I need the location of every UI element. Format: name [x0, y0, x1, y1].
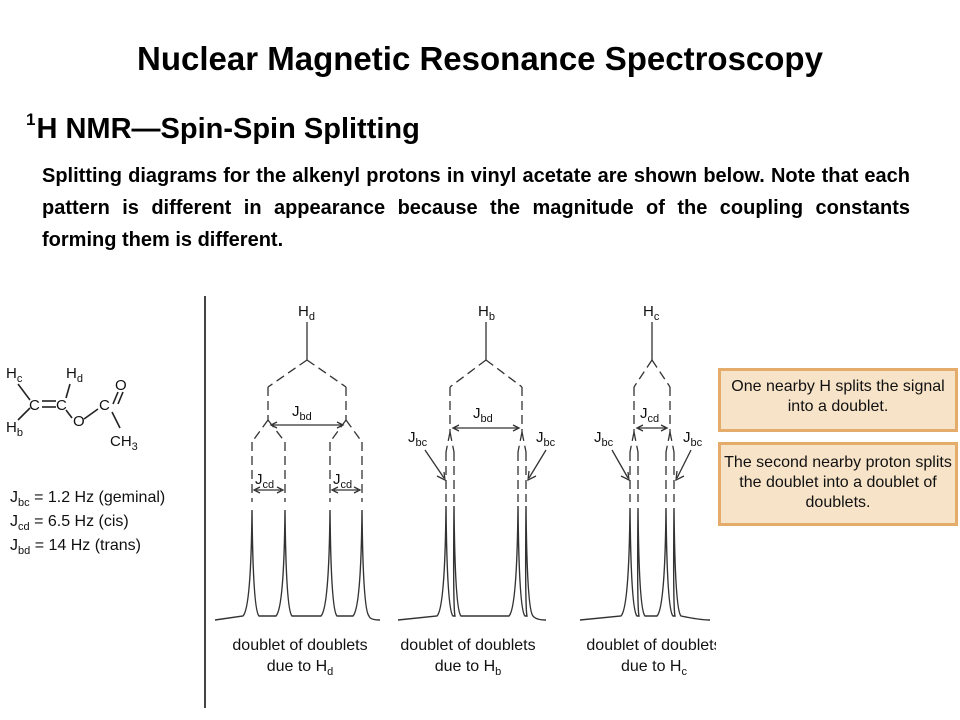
atom-c2: C: [56, 397, 67, 414]
slide-subtitle: 1H NMR—Spin-Spin Splitting: [26, 110, 420, 146]
outer-j-label-hd: Jbd: [292, 403, 312, 423]
caption-hc-line2: due to Hc: [621, 658, 687, 678]
coupling-jbc: Jbc = 1.2 Hz (geminal): [10, 489, 165, 509]
spectrum-trace-hd: [214, 509, 381, 621]
coupling-jbd: Jbd = 14 Hz (trans): [10, 537, 141, 557]
slide-title: Nuclear Magnetic Resonance Spectroscopy: [137, 40, 823, 77]
caption-hb-line1: doublet of doublets: [400, 637, 535, 654]
splitting-tree-hb: [424, 322, 547, 502]
subtitle-superscript: 1: [26, 110, 36, 129]
atom-hd: Hd: [66, 365, 83, 385]
caption-hc-line1: doublet of doublets: [586, 637, 716, 654]
coupling-list: Jbc = 1.2 Hz (geminal) Jcd = 6.5 Hz (cis…: [10, 489, 165, 557]
inner-j-label-hc-2: Jbc: [683, 429, 703, 449]
inner-j-label-hc-1: Jbc: [594, 429, 614, 449]
splitting-figure: Hc Hd C C O C O Hb CH3 Jbc = 1.2 Hz (gem…: [6, 296, 716, 708]
outer-j-label-hb: Jbd: [473, 405, 493, 425]
caption-hd-line2: due to Hd: [267, 658, 334, 678]
atom-o1: O: [73, 413, 85, 430]
callout-doublet-of-doublets: The second nearby proton splits the doub…: [718, 442, 958, 526]
molecule-bonds: [17, 383, 124, 429]
subtitle-text: H NMR—Spin-Spin Splitting: [36, 113, 420, 145]
proton-label-hc: Hc: [643, 303, 660, 323]
atom-c3: C: [99, 397, 110, 414]
molecule-atoms: Hc Hd C C O C O Hb CH3: [6, 365, 138, 453]
inner-j-label-hb-1: Jbc: [408, 429, 428, 449]
inner-j-label-hd-2: Jcd: [333, 471, 352, 491]
spectrum-trace-hc: [579, 507, 711, 621]
inner-j-label-hb-2: Jbc: [536, 429, 556, 449]
callout-doublet: One nearby H splits the signal into a do…: [718, 368, 958, 432]
coupling-jcd: Jcd = 6.5 Hz (cis): [10, 513, 129, 533]
caption-hb-line2: due to Hb: [435, 658, 502, 678]
caption-hd-line1: doublet of doublets: [232, 637, 367, 654]
inner-j-label-hd-1: Jcd: [255, 471, 274, 491]
proton-label-hb: Hb: [478, 303, 495, 323]
atom-o2: O: [115, 377, 127, 394]
splitting-tree-hc: [611, 322, 692, 502]
spectrum-trace-hb: [397, 505, 547, 621]
outer-j-label-hc: Jcd: [640, 405, 659, 425]
proton-label-hd: Hd: [298, 303, 315, 323]
atom-hc: Hc: [6, 365, 23, 385]
description-paragraph: Splitting diagrams for the alkenyl proto…: [42, 165, 910, 251]
atom-c1: C: [29, 397, 40, 414]
atom-hb: Hb: [6, 419, 23, 439]
splitting-tree-hd: [251, 322, 363, 502]
atom-ch3: CH3: [110, 433, 138, 453]
